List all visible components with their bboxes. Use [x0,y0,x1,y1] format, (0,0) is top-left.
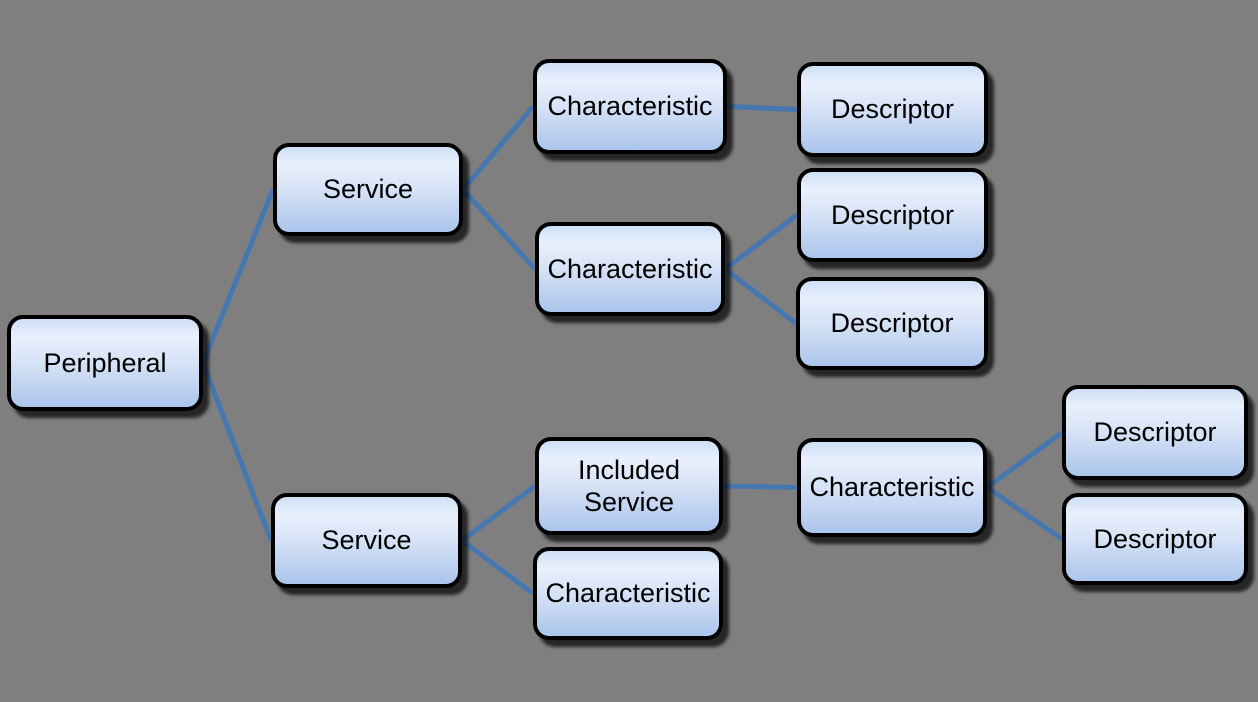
node-label: Descriptor [1093,523,1217,554]
node-label: Descriptor [1093,417,1217,448]
node-characteristic-2: Characteristic [535,222,725,316]
edge-characteristic-2-to-descriptor-3 [723,267,798,326]
node-characteristic-4: Characteristic [797,438,987,537]
node-descriptor-4: Descriptor [1062,385,1248,480]
edge-service-1-to-characteristic-2 [461,187,537,271]
node-label: Service [321,525,412,556]
node-label: Characteristic [809,472,975,503]
node-label: Descriptor [830,199,955,230]
edge-characteristic-2-to-descriptor-2 [723,213,799,271]
node-descriptor-3: Descriptor [796,277,988,370]
node-service-1: Service [273,143,463,236]
node-characteristic-1: Characteristic [533,59,727,154]
edge-service-2-to-included-service [460,483,537,543]
node-service-2: Service [271,493,462,588]
node-peripheral: Peripheral [7,315,203,411]
edge-characteristic-1-to-descriptor-1 [726,104,798,112]
edge-service-1-to-characteristic-1 [461,104,535,192]
edge-peripheral-to-service-1 [200,188,276,364]
node-label: Characteristic [547,253,713,284]
edge-service-2-to-characteristic-3 [460,538,535,596]
node-label: Characteristic [547,91,713,122]
node-descriptor-5: Descriptor [1062,493,1248,585]
node-included-service: Included Service [535,437,723,535]
node-label: Included Service [577,454,681,517]
node-descriptor-2: Descriptor [797,168,988,262]
edge-peripheral-to-service-2 [200,362,274,542]
node-label: Descriptor [830,94,955,125]
node-descriptor-1: Descriptor [797,62,988,157]
node-label: Characteristic [545,578,711,609]
node-label: Peripheral [43,347,167,378]
node-characteristic-3: Characteristic [533,547,723,640]
node-label: Service [322,174,414,205]
edge-characteristic-4-to-descriptor-4 [985,430,1064,490]
edge-characteristic-4-to-descriptor-5 [985,485,1064,542]
node-label: Descriptor [830,308,954,339]
edge-included-service-to-characteristic-4 [722,483,798,490]
